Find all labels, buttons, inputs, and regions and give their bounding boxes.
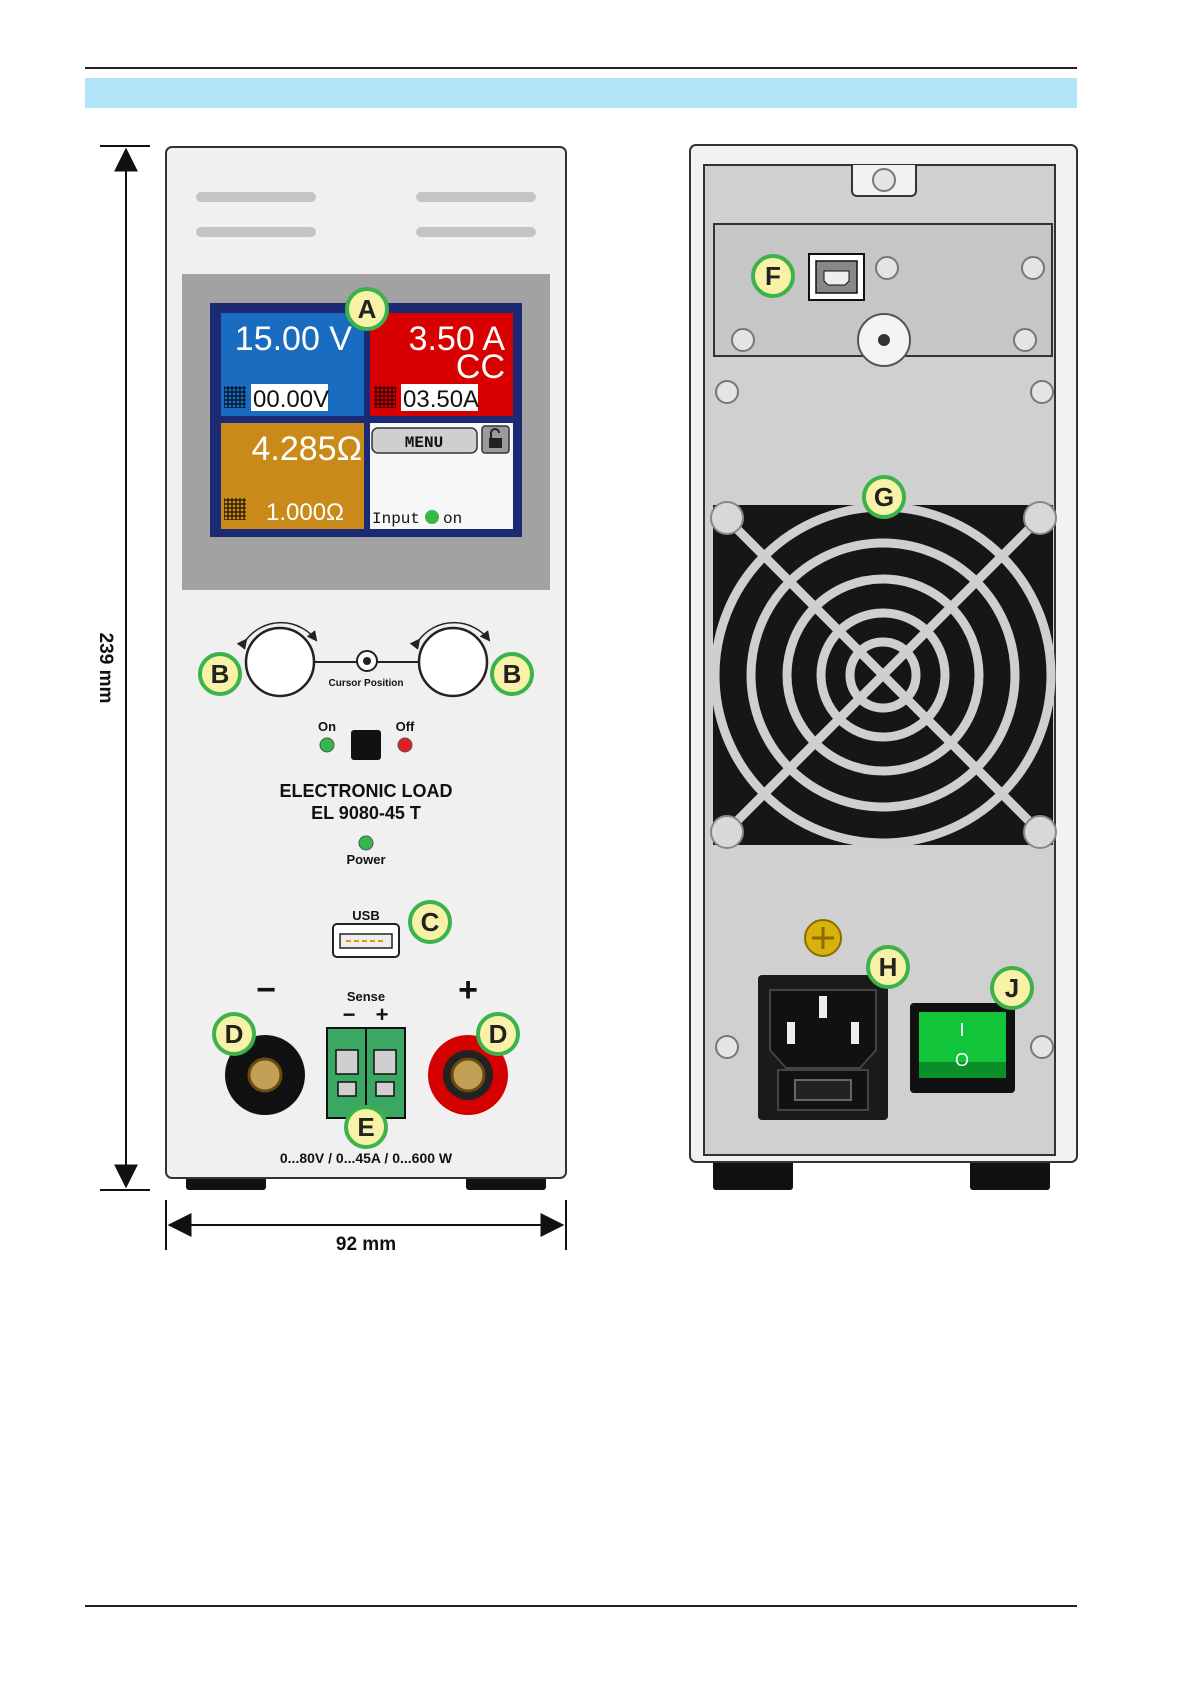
cooling-fan: [711, 502, 1056, 848]
svg-text:D: D: [489, 1019, 508, 1049]
svg-text:D: D: [225, 1019, 244, 1049]
svg-text:G: G: [874, 482, 894, 512]
mains-power-switch[interactable]: I O: [910, 1003, 1015, 1093]
input-label: Input: [372, 510, 420, 528]
callout-h: H: [868, 947, 908, 987]
on-led: [320, 738, 334, 752]
product-model: EL 9080-45 T: [311, 803, 421, 823]
switch-off-symbol: O: [955, 1050, 969, 1070]
width-label: 92 mm: [336, 1234, 396, 1255]
cursor-position-label: Cursor Position: [328, 678, 403, 689]
callout-b-left: B: [200, 654, 240, 694]
on-off-button[interactable]: [351, 730, 381, 760]
width-dimension: 92 mm: [166, 1200, 566, 1255]
height-label: 239 mm: [95, 633, 116, 704]
input-state: on: [443, 510, 462, 528]
rating-label: 0...80V / 0...45A / 0...600 W: [280, 1150, 453, 1166]
minus-symbol: −: [256, 971, 276, 1009]
callout-c: C: [410, 902, 450, 942]
voltage-actual: 15.00 V: [235, 320, 353, 358]
current-mode: CC: [456, 348, 505, 386]
callout-j: J: [992, 968, 1032, 1008]
callout-f: F: [753, 256, 793, 296]
svg-text:F: F: [765, 261, 781, 291]
svg-text:C: C: [421, 907, 440, 937]
callout-d-right: D: [478, 1014, 518, 1054]
off-led: [398, 738, 412, 752]
voltage-set: 00.00V: [253, 386, 329, 413]
callout-b-right: B: [492, 654, 532, 694]
callout-d-left: D: [214, 1014, 254, 1054]
off-label: Off: [396, 719, 415, 734]
callout-g: G: [864, 477, 904, 517]
power-label: Power: [346, 852, 385, 867]
power-led: [359, 836, 373, 850]
svg-text:E: E: [357, 1112, 374, 1142]
plus-symbol: +: [458, 971, 478, 1009]
current-set: 03.50A: [403, 386, 479, 413]
svg-text:J: J: [1005, 973, 1019, 1003]
ground-screw: [805, 920, 841, 956]
svg-text:A: A: [358, 294, 377, 324]
ac-power-inlet[interactable]: [758, 975, 888, 1120]
footer-rule: [85, 1605, 1077, 1607]
resistance-actual: 4.285Ω: [252, 430, 363, 468]
product-name: ELECTRONIC LOAD: [280, 781, 453, 801]
resistance-set: 1.000Ω: [266, 499, 344, 526]
sense-plus: +: [376, 1002, 389, 1027]
switch-on-symbol: I: [959, 1020, 964, 1040]
sense-minus: −: [343, 1002, 356, 1027]
menu-button[interactable]: MENU: [405, 434, 443, 452]
callout-e: E: [346, 1107, 386, 1147]
right-rotary-knob[interactable]: [419, 628, 487, 696]
left-rotary-knob[interactable]: [246, 628, 314, 696]
height-dimension: 239 mm: [95, 146, 150, 1190]
svg-text:B: B: [211, 659, 230, 689]
svg-text:H: H: [879, 952, 898, 982]
usb-label: USB: [352, 908, 379, 923]
input-status-led: [425, 510, 439, 524]
on-label: On: [318, 719, 336, 734]
svg-text:B: B: [503, 659, 522, 689]
callout-a: A: [347, 289, 387, 329]
